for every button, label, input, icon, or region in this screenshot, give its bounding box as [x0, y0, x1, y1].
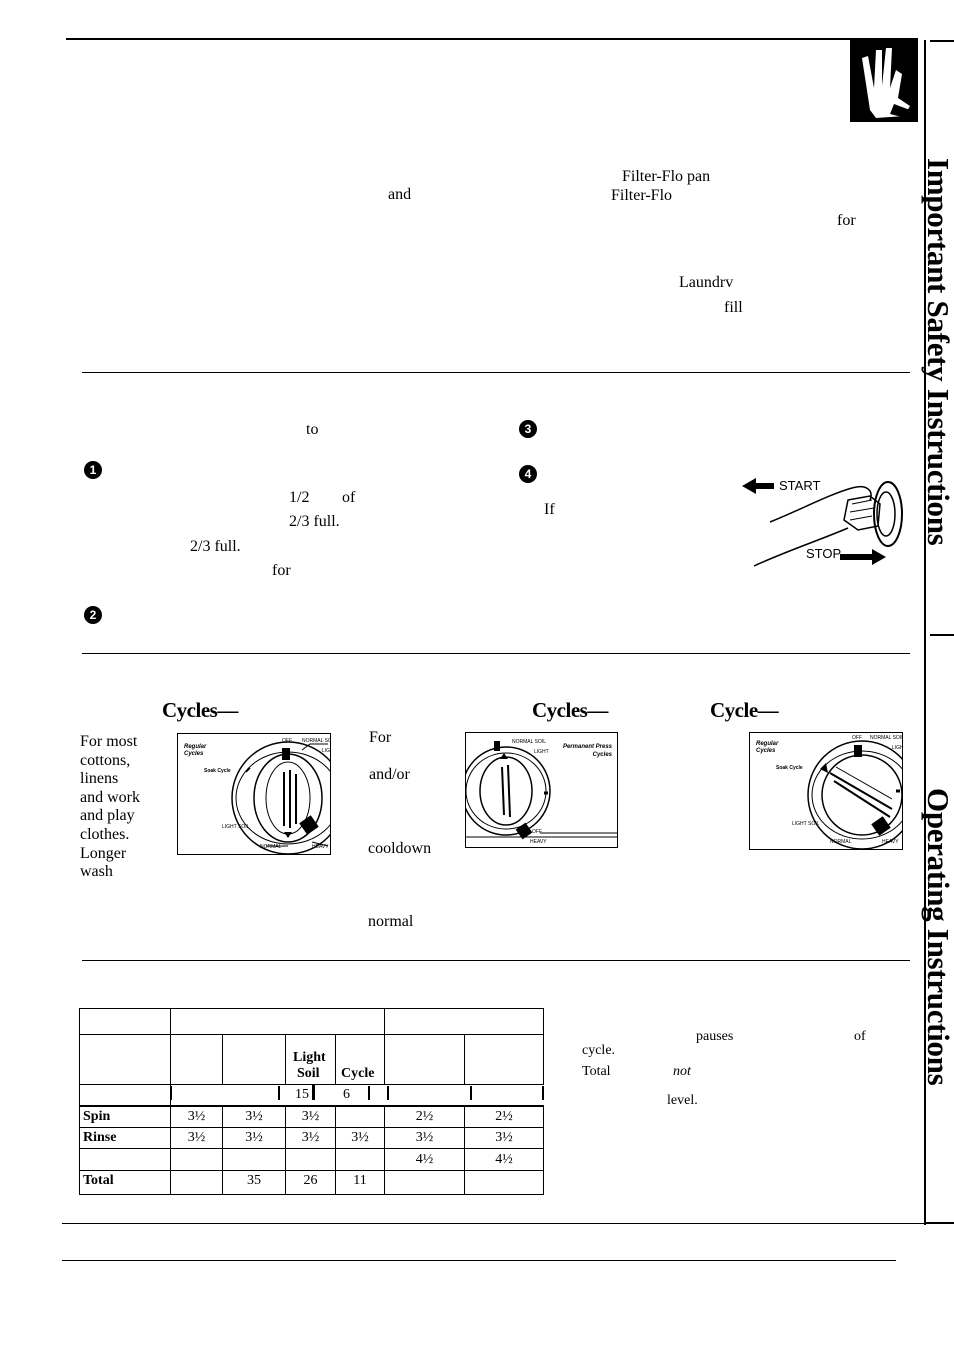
text-fragment: level. — [667, 1093, 698, 1108]
text-fragment: 2/3 full. — [289, 513, 340, 530]
text-fragment: 2/3 full. — [190, 538, 241, 555]
dial-label-normal-soil: NORMAL SOIL — [512, 739, 546, 745]
section-divider — [82, 960, 910, 961]
table-cell: 35 — [247, 1173, 261, 1188]
regular-cycles-heading: Cycles— — [162, 698, 238, 722]
text-fragment: and — [388, 186, 412, 203]
section-divider — [82, 653, 910, 654]
dial-title: Permanent Press Cycles — [562, 744, 612, 758]
dial-label-light: LIGHT — [534, 749, 549, 755]
text-fragment: cycle. — [582, 1043, 616, 1058]
soak-cycle-heading: Cycle— — [710, 698, 779, 722]
text-fragment: Filter-Flo — [611, 187, 673, 204]
dial-label-normal-soil: NORMAL SOIL — [302, 738, 330, 744]
text-fragment: Laundrv — [679, 274, 734, 291]
table-cell: 3½ — [187, 1130, 206, 1145]
text-fragment: normal — [368, 913, 414, 930]
dial-label-soak: Soak Cycle — [776, 765, 803, 771]
sidebar-border — [924, 40, 926, 1225]
table-cell: 26 — [303, 1173, 318, 1188]
text-fragment: of — [342, 489, 356, 506]
step-2-badge: 2 — [84, 606, 102, 624]
text-fragment: to — [306, 421, 319, 438]
table-header-light: Light — [293, 1050, 326, 1065]
table-cell: 3½ — [245, 1109, 263, 1124]
bottom-rule — [62, 1223, 924, 1224]
sidebar-rule — [930, 40, 954, 42]
dial-label-heavy: HEAVY — [882, 839, 899, 845]
table-cell: 15 — [295, 1087, 309, 1102]
table-row-label-spin: Spin — [83, 1109, 111, 1124]
permpress-cycles-heading: Cycles— — [532, 698, 608, 722]
table-cell: 6 — [343, 1087, 350, 1102]
soak-cycle-dial: Regular Cycles Soak Cycle LIGHT SOIL NOR… — [749, 732, 903, 850]
step-3-badge: 3 — [519, 420, 537, 438]
dial-label-heavy: HEAVY — [312, 844, 329, 850]
text-fragment: 1/2 — [289, 489, 310, 506]
dial-label-normal: NORMAL — [260, 844, 282, 850]
text-fragment: cooldown — [368, 840, 432, 857]
text-fragment: Total — [582, 1064, 611, 1079]
table-cell: 11 — [353, 1173, 367, 1188]
dial-title: Regular Cycles — [756, 741, 779, 754]
text-fragment: not — [673, 1064, 691, 1079]
text-fragment: If — [544, 501, 555, 518]
text-fragment: pauses — [696, 1029, 734, 1044]
knob-start-label: START — [779, 478, 821, 493]
regular-cycles-text: For most cottons, linens and work and pl… — [80, 733, 140, 881]
table-cell: 3½ — [187, 1109, 206, 1124]
knob-stop-label: STOP — [806, 546, 842, 561]
table-cell: 3½ — [245, 1130, 263, 1145]
table-header-soil: Soil — [297, 1066, 320, 1081]
cycle-time-table: Light Soil Cycle 15 6 Spin 3½ 3½ 3½ 2½ 2… — [79, 1008, 544, 1195]
dial-label-off: OFF — [282, 738, 292, 744]
dial-label-off: OFF — [532, 829, 542, 835]
text-fragment: Filter-Flo pan — [622, 168, 711, 185]
footer-rule — [62, 1260, 896, 1261]
sidebar-tab-safety: Important Safety Instructions — [921, 158, 954, 546]
dial-label-normal-soil: NORMAL SOIL — [870, 735, 902, 741]
table-cell: 3½ — [301, 1109, 320, 1124]
dial-label-light-soil: LIGHT SOIL — [792, 821, 820, 827]
text-fragment: for — [837, 212, 856, 229]
dial-label-light: LIGHT — [322, 748, 330, 754]
table-cell: 3½ — [301, 1130, 320, 1145]
table-cell: 3½ — [495, 1130, 513, 1145]
table-row-label-rinse: Rinse — [83, 1130, 117, 1145]
text-fragment: of — [854, 1029, 866, 1044]
table-cell: 3½ — [415, 1130, 434, 1145]
dial-label-off: OFF — [852, 735, 862, 741]
text-fragment: fill — [724, 299, 743, 316]
text-fragment: for — [272, 562, 291, 579]
table-header-cycle: Cycle — [341, 1066, 375, 1081]
table-cell: 3½ — [351, 1130, 369, 1145]
pointing-hand-icon — [850, 40, 918, 122]
table-cell: 2½ — [495, 1109, 513, 1124]
section-divider — [82, 372, 910, 373]
table-cell: 2½ — [415, 1109, 434, 1124]
step-4-badge: 4 — [519, 465, 537, 483]
sidebar-tab-operating: Operating Instructions — [921, 788, 954, 1086]
dial-label-soak: Soak Cycle — [204, 768, 231, 774]
dial-title: Regular Cycles — [184, 744, 207, 757]
dial-label-light: LIGHT — [892, 745, 902, 751]
sidebar-rule — [930, 634, 954, 636]
text-fragment: and/or — [369, 766, 410, 783]
knob-illustration — [740, 470, 912, 570]
table-cell: 4½ — [495, 1152, 513, 1167]
dial-label-light-soil: LIGHT SOIL — [222, 824, 250, 830]
table-cell: 4½ — [415, 1152, 434, 1167]
text-fragment: For — [369, 729, 392, 746]
dial-label-heavy: HEAVY — [530, 839, 547, 845]
table-row-label-total: Total — [83, 1173, 114, 1188]
permpress-cycles-dial: NORMAL SOIL LIGHT Permanent Press Cycles… — [465, 732, 618, 848]
sidebar-rule — [926, 1222, 954, 1224]
dial-label-normal: NORMAL — [830, 839, 852, 845]
step-1-badge: 1 — [84, 461, 102, 479]
top-rule — [66, 38, 918, 40]
regular-cycles-dial: Regular Cycles Soak Cycle LIGHT SOIL NOR… — [177, 733, 331, 855]
